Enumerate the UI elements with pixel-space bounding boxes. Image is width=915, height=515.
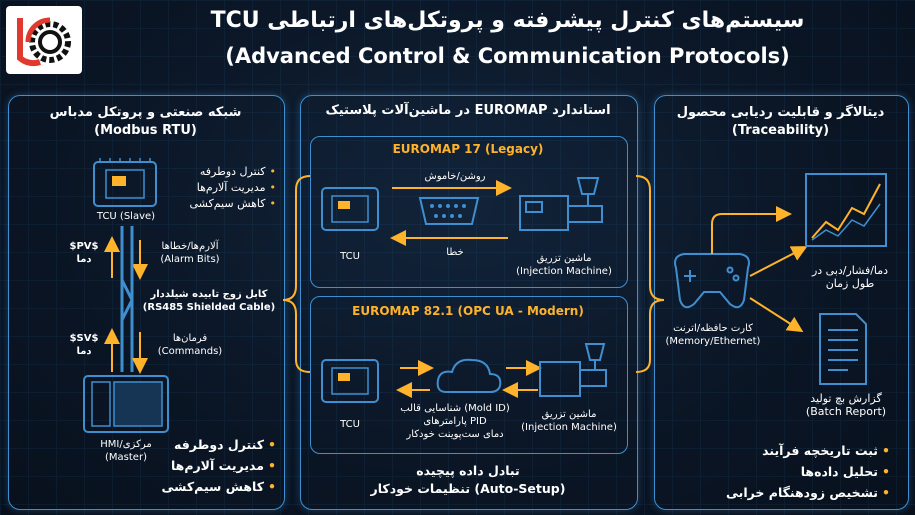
em17-machine-label: ماشین تزریق (Injection Machine) (516, 253, 612, 277)
left-bottom-bullet-1: •کنترل دوطرفه (174, 437, 276, 452)
right-bullets: •ثبت تاریخچه فرآیند •تحلیل داده‌ها •تشخی… (700, 440, 890, 503)
to-report-arrow (749, 297, 804, 333)
em17-tcu-chip-icon (321, 187, 379, 231)
em17-error-label: خطا (446, 247, 464, 258)
euromap82-box (310, 296, 628, 454)
em82-injection-machine-icon (539, 343, 607, 397)
middle-footer-label: تبادل داده پیچیده تنظیمات خودکار (Auto-S… (370, 463, 566, 496)
hmi-screen-icon (83, 375, 169, 433)
em17-onoff-label: روشن/خاموش (424, 171, 486, 182)
em17-injection-machine-icon (519, 177, 603, 231)
report-label: گزارش بچ تولید (Batch Report) (805, 392, 887, 418)
em17-tcu-label: TCU (340, 251, 360, 262)
rs485-cable-icon (120, 226, 134, 372)
batch-report-icon (819, 313, 867, 385)
cable-label: کابل زوج تابیده شیلددار (RS485 Shielded … (142, 289, 276, 313)
trend-chart-icon (805, 173, 887, 247)
middle-title: استاندارد EUROMAP در ماشین‌آلات پلاستیک (300, 102, 636, 120)
euromap17-title: EUROMAP 17 (Legacy) (392, 142, 544, 156)
left-top-bullets: •کنترل دوطرفه •مدیریت آلارم‌ها •کاهش سیم… (176, 164, 277, 212)
db-connector-icon (418, 197, 480, 225)
middle-title-text: استاندارد EUROMAP در ماشین‌آلات پلاستیک (325, 103, 611, 118)
right-title-en: (Traceability) (731, 123, 830, 138)
left-top-bullet-3: •کاهش سیم‌کشی (189, 197, 277, 210)
right-bullet-2: •تحلیل داده‌ها (800, 464, 890, 479)
left-bottom-bullet-3: •کاهش سیم‌کشی (161, 479, 276, 494)
logo (6, 6, 82, 74)
euromap17-box (310, 136, 628, 288)
commands-label: فرمان‌ها (Commands) (157, 333, 223, 357)
panel-connector-lines (282, 175, 665, 373)
cloud-icon (436, 358, 502, 393)
chart-label: دما/فشار/دبی در طول زمان (811, 264, 889, 290)
gamepad-icon (674, 253, 750, 309)
em82-data-label: شناسایی قالب (Mold ID) پارامترهای PID دم… (400, 403, 510, 440)
to-chart-arrow-2 (749, 246, 808, 277)
left-title-fa: شبکه صنعتی و پروتکل مدباس (49, 105, 242, 120)
em82-tcu-chip-icon (321, 359, 379, 403)
tcu-chip-icon (93, 158, 157, 207)
left-bottom-bullet-2: •مدیریت آلارم‌ها (170, 458, 276, 473)
left-top-bullet-1: •کنترل دوطرفه (199, 165, 276, 178)
sv-label: $SV$ دما (69, 333, 99, 357)
memory-label: کارت حافظه/اترنت (Memory/Ethernet) (665, 323, 761, 347)
euromap82-title: EUROMAP 82.1 (OPC UA - Modern) (352, 304, 584, 318)
right-bullet-3: •تشخیص زودهنگام خرابی (726, 485, 890, 500)
right-title: دیتالاگر و قابلیت ردیابی محصول (Traceabi… (654, 104, 907, 140)
left-title-en: (Modbus RTU) (94, 123, 197, 138)
middle-panel (300, 95, 638, 510)
page-title: سیستم‌های کنترل پیشرفته و پروتکل‌های ارت… (210, 8, 805, 33)
left-title: شبکه صنعتی و پروتکل مدباس (Modbus RTU) (8, 104, 283, 140)
right-title-fa: دیتالاگر و قابلیت ردیابی محصول (676, 105, 885, 120)
left-top-bullet-2: •مدیریت آلارم‌ها (196, 181, 276, 194)
em82-tcu-label: TCU (340, 419, 360, 430)
left-bottom-bullets: •کنترل دوطرفه •مدیریت آلارم‌ها •کاهش سیم… (161, 434, 276, 497)
hmi-master-label: HMI/مرکزی (Master) (100, 439, 152, 463)
em82-machine-label: ماشین تزریق (Injection Machine) (521, 409, 617, 433)
alarm-label: آلارم‌ها/خطاها (Alarm Bits) (160, 241, 220, 265)
left-panel (8, 95, 285, 510)
tcu-slave-label: TCU (Slave) (96, 211, 156, 222)
to-chart-arrow (711, 206, 792, 254)
gear-logo-icon (17, 17, 71, 67)
pv-label: $PV$ دما (69, 241, 99, 265)
right-bullet-1: •ثبت تاریخچه فرآیند (762, 443, 890, 458)
page-subtitle: (Advanced Control & Communication Protoc… (225, 44, 790, 68)
